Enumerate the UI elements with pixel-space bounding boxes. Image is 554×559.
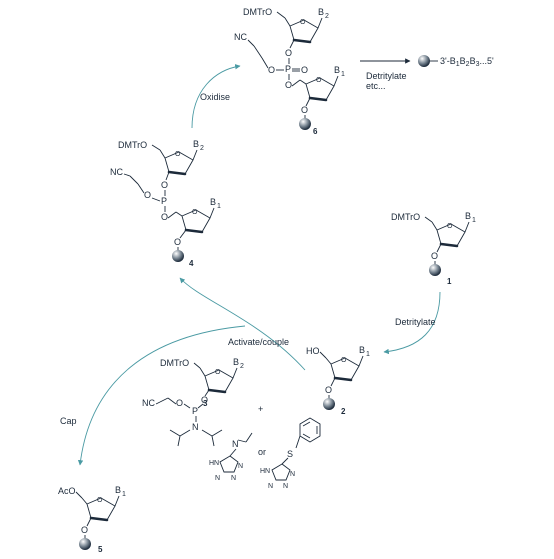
compound-6: DMTrO O B 2 O P O O NC O O B 1 [234, 7, 345, 136]
svg-text:O: O [161, 212, 168, 222]
detritylate-label-top: Detritylate [366, 71, 407, 81]
svg-text:O: O [174, 237, 181, 247]
svg-text:AcO: AcO [58, 486, 76, 496]
svg-text:O: O [175, 151, 181, 158]
svg-text:O: O [341, 357, 347, 364]
svg-text:O: O [285, 48, 292, 58]
svg-text:1: 1 [341, 71, 345, 78]
etc-label: etc... [366, 81, 386, 91]
svg-text:O: O [192, 209, 198, 216]
solid-support-bead [299, 118, 311, 130]
plus-sign: + [258, 404, 263, 414]
svg-text:2: 2 [341, 407, 346, 416]
oxidise-label: Oxidise [200, 92, 230, 102]
svg-text:N: N [192, 422, 199, 432]
b2-label: B [318, 7, 324, 17]
svg-text:O: O [325, 385, 332, 395]
svg-text:O: O [144, 190, 151, 200]
activate-couple-arrow [179, 277, 306, 371]
svg-text:O: O [301, 65, 308, 75]
compound-3: DMTrO O B 2 O P 3 O NC N [142, 357, 244, 447]
svg-text:O: O [285, 80, 292, 90]
svg-text:O: O [81, 525, 88, 535]
svg-text:N: N [283, 483, 288, 490]
svg-text:N: N [238, 463, 243, 470]
cap-arrow [77, 325, 246, 466]
product-bead [418, 55, 430, 67]
product-sequence: 3'-B1B2B3...5' [440, 56, 494, 68]
phosphorus-label: P [285, 64, 291, 74]
svg-text:N: N [232, 439, 239, 449]
svg-text:B: B [210, 197, 216, 207]
svg-text:N: N [231, 475, 236, 482]
svg-text:P: P [192, 406, 198, 416]
svg-text:HN: HN [260, 468, 270, 475]
detritylate-label-right: Detritylate [395, 317, 436, 327]
svg-text:O: O [176, 398, 183, 408]
svg-text:4: 4 [189, 259, 194, 268]
svg-text:N: N [215, 475, 220, 482]
svg-text:DMTrO: DMTrO [391, 212, 420, 222]
svg-text:1: 1 [472, 217, 476, 224]
svg-text:NC: NC [142, 398, 155, 408]
dmtro-label: DMTrO [243, 7, 272, 17]
svg-text:P: P [161, 196, 167, 206]
svg-text:3: 3 [203, 399, 208, 408]
svg-text:O: O [161, 180, 168, 190]
svg-text:HO: HO [306, 346, 320, 356]
activate-couple-label: Activate/couple [228, 337, 289, 347]
nc-label: NC [234, 32, 247, 42]
svg-text:2: 2 [240, 363, 244, 370]
oxidise-arrow [191, 64, 241, 129]
svg-text:B: B [115, 485, 121, 495]
svg-text:O: O [447, 223, 453, 230]
benzylthio-tetrazole: S HN N N N [260, 417, 321, 490]
svg-text:B: B [193, 139, 199, 149]
svg-text:O: O [215, 369, 221, 376]
detritylate-arrow [383, 291, 441, 355]
compound-5: AcO O B 1 O 5 [58, 485, 126, 554]
svg-text:O: O [268, 65, 275, 75]
svg-text:O: O [97, 497, 103, 504]
compound-number-6: 6 [313, 127, 318, 136]
svg-text:5: 5 [98, 545, 103, 554]
svg-text:B: B [233, 357, 239, 367]
svg-text:B: B [359, 345, 365, 355]
svg-text:1: 1 [447, 277, 452, 286]
svg-text:HN: HN [209, 460, 219, 467]
svg-text:2: 2 [200, 145, 204, 152]
compound-2: HO O B 1 O 2 [306, 345, 370, 416]
svg-text:DMTrO: DMTrO [118, 140, 147, 150]
svg-text:O: O [301, 105, 308, 115]
svg-text:N: N [290, 471, 295, 478]
svg-text:O: O [431, 251, 438, 261]
svg-text:2: 2 [325, 13, 329, 20]
svg-text:NC: NC [110, 167, 123, 177]
svg-text:1: 1 [217, 203, 221, 210]
svg-text:O: O [300, 19, 306, 26]
compound-1: DMTrO O B 1 O 1 [391, 211, 476, 286]
svg-text:1: 1 [366, 351, 370, 358]
or-label: or [258, 447, 266, 457]
b1-label: B [334, 65, 340, 75]
ethylthio-tetrazole: N HN N N N [209, 432, 253, 482]
svg-text:DMTrO: DMTrO [160, 358, 189, 368]
svg-text:O: O [316, 77, 322, 84]
svg-text:O: O [201, 395, 208, 405]
svg-text:1: 1 [122, 491, 126, 498]
svg-text:S: S [287, 449, 293, 459]
svg-text:N: N [268, 483, 273, 490]
compound-4: DMTrO O B 2 O P O NC O O B 1 O 4 [110, 139, 221, 268]
cap-label: Cap [60, 416, 77, 426]
svg-text:B: B [465, 211, 471, 221]
